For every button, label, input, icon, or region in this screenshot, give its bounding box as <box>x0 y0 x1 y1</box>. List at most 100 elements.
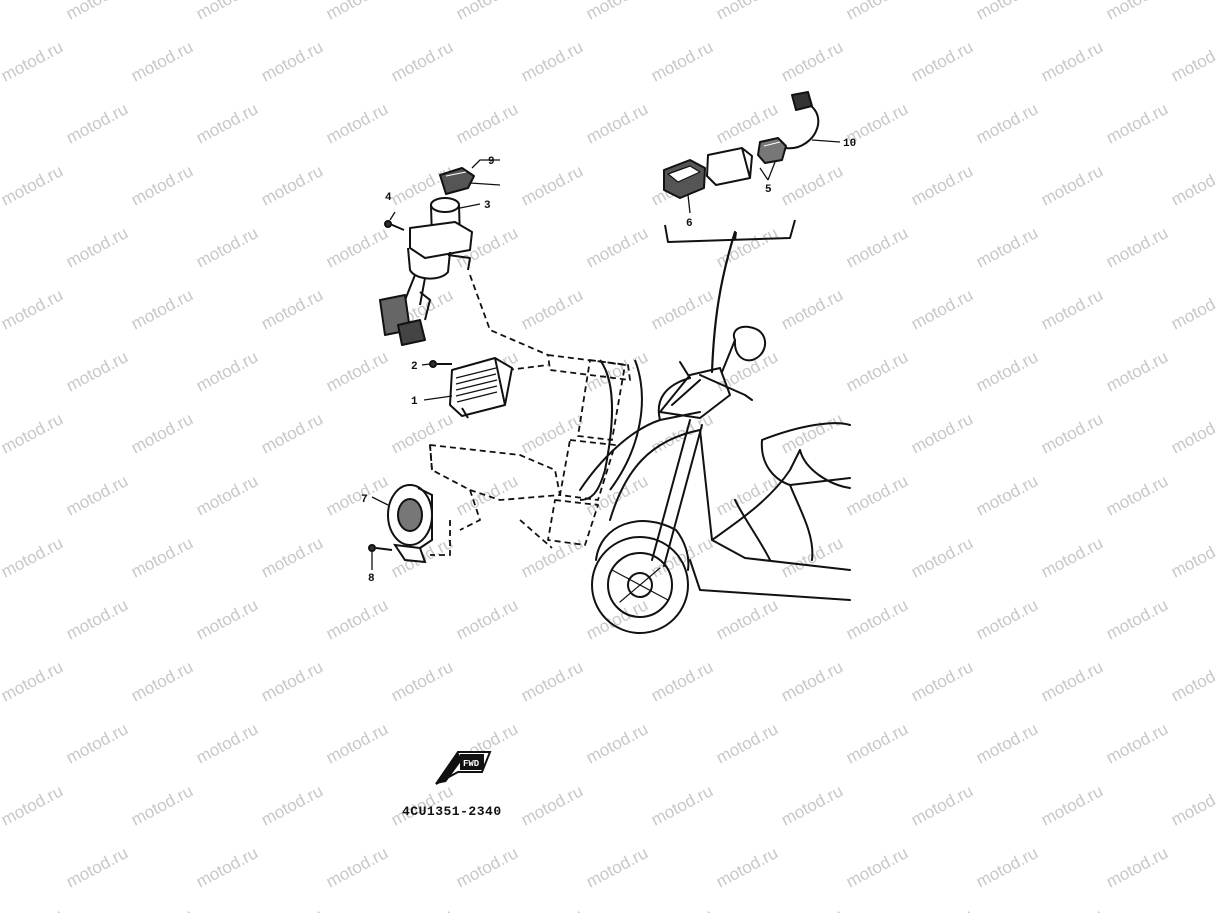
watermark-text: motod.ru <box>258 657 326 705</box>
watermark-text: motod.ru <box>0 533 66 581</box>
watermark-text: motod.ru <box>648 905 716 913</box>
horn <box>387 484 433 564</box>
watermark-text: motod.ru <box>63 595 131 643</box>
watermark-text: motod.ru <box>1168 37 1217 85</box>
watermark-text: motod.ru <box>258 37 326 85</box>
watermark-text: motod.ru <box>648 657 716 705</box>
callout-6: 6 <box>686 218 693 230</box>
watermark-text: motod.ru <box>63 223 131 271</box>
watermark-text: motod.ru <box>258 409 326 457</box>
watermark-text: motod.ru <box>518 657 586 705</box>
watermark-text: motod.ru <box>973 843 1041 891</box>
watermark-text: motod.ru <box>0 37 66 85</box>
watermark-text: motod.ru <box>128 533 196 581</box>
watermark-text: motod.ru <box>0 0 1 24</box>
watermark-text: motod.ru <box>1103 719 1171 767</box>
callout-4: 4 <box>385 192 392 204</box>
watermark-text: motod.ru <box>843 347 911 395</box>
watermark-text: motod.ru <box>193 471 261 519</box>
relay-assembly <box>663 91 820 243</box>
watermark-text: motod.ru <box>648 285 716 333</box>
watermark-text: motod.ru <box>1168 409 1217 457</box>
watermark-text: motod.ru <box>1168 781 1217 829</box>
fwd-label: FWD <box>463 759 480 769</box>
watermark-text: motod.ru <box>63 471 131 519</box>
callout-5: 5 <box>765 184 772 196</box>
watermark-text: motod.ru <box>973 223 1041 271</box>
watermark-text: motod.ru <box>128 161 196 209</box>
watermark-text: motod.ru <box>0 657 66 705</box>
watermark-text: motod.ru <box>0 781 66 829</box>
watermark-text: motod.ru <box>258 285 326 333</box>
watermark-text: motod.ru <box>453 843 521 891</box>
watermark-text: motod.ru <box>518 409 586 457</box>
watermark-text: motod.ru <box>648 37 716 85</box>
watermark-text: motod.ru <box>453 471 521 519</box>
leader-9b <box>469 182 501 186</box>
watermark-text: motod.ru <box>1103 99 1171 147</box>
leader-10 <box>811 139 841 143</box>
watermark-text: motod.ru <box>0 843 1 891</box>
leader-5 <box>759 161 776 181</box>
watermark-text: motod.ru <box>63 0 131 24</box>
watermark-text: motod.ru <box>908 285 976 333</box>
callout-1: 1 <box>411 396 418 408</box>
watermark-text: motod.ru <box>258 905 326 913</box>
leader-6 <box>687 194 691 214</box>
watermark-text: motod.ru <box>1103 595 1171 643</box>
watermark-text: motod.ru <box>0 347 1 395</box>
watermark-text: motod.ru <box>128 657 196 705</box>
watermark-text: motod.ru <box>1038 409 1106 457</box>
watermark-text: motod.ru <box>843 471 911 519</box>
watermark-text: motod.ru <box>713 0 781 24</box>
watermark-text: motod.ru <box>453 595 521 643</box>
watermark-text: motod.ru <box>258 781 326 829</box>
watermark-text: motod.ru <box>0 161 66 209</box>
watermark-text: motod.ru <box>973 99 1041 147</box>
watermark-text: motod.ru <box>0 409 66 457</box>
watermark-text: motod.ru <box>713 719 781 767</box>
watermark-text: motod.ru <box>908 781 976 829</box>
watermark-text: motod.ru <box>518 37 586 85</box>
watermark-text: motod.ru <box>713 471 781 519</box>
watermark-text: motod.ru <box>0 223 1 271</box>
watermark-text: motod.ru <box>193 595 261 643</box>
screw-4 <box>384 220 405 231</box>
leader-1 <box>423 395 453 401</box>
callout-3: 3 <box>484 200 491 212</box>
watermark-text: motod.ru <box>128 37 196 85</box>
cdi-unit <box>449 357 513 419</box>
scooter-outline <box>579 230 851 634</box>
watermark-text: motod.ru <box>518 905 586 913</box>
watermark-text: motod.ru <box>1038 905 1106 913</box>
watermark-text: motod.ru <box>193 347 261 395</box>
watermark-text: motod.ru <box>843 843 911 891</box>
watermark-text: motod.ru <box>778 161 846 209</box>
watermark-text: motod.ru <box>518 161 586 209</box>
watermark-text: motod.ru <box>713 223 781 271</box>
watermark-text: motod.ru <box>193 0 261 24</box>
watermark-text: motod.ru <box>63 347 131 395</box>
watermark-text: motod.ru <box>388 409 456 457</box>
watermark-text: motod.ru <box>843 595 911 643</box>
watermark-text: motod.ru <box>453 99 521 147</box>
bolt-8 <box>368 544 393 552</box>
watermark-text: motod.ru <box>1038 285 1106 333</box>
watermark-text: motod.ru <box>648 781 716 829</box>
watermark-text: motod.ru <box>193 843 261 891</box>
watermark-text: motod.ru <box>583 223 651 271</box>
watermark-text: motod.ru <box>1038 533 1106 581</box>
watermark-text: motod.ru <box>323 0 391 24</box>
watermark-text: motod.ru <box>1103 0 1171 24</box>
watermark-text: motod.ru <box>0 719 1 767</box>
watermark-text: motod.ru <box>258 161 326 209</box>
watermark-text: motod.ru <box>973 0 1041 24</box>
watermark-text: motod.ru <box>1103 471 1171 519</box>
watermark-text: motod.ru <box>323 595 391 643</box>
watermark-text: motod.ru <box>843 223 911 271</box>
watermark-text: motod.ru <box>63 719 131 767</box>
watermark-text: motod.ru <box>0 471 1 519</box>
watermark-text: motod.ru <box>0 285 66 333</box>
